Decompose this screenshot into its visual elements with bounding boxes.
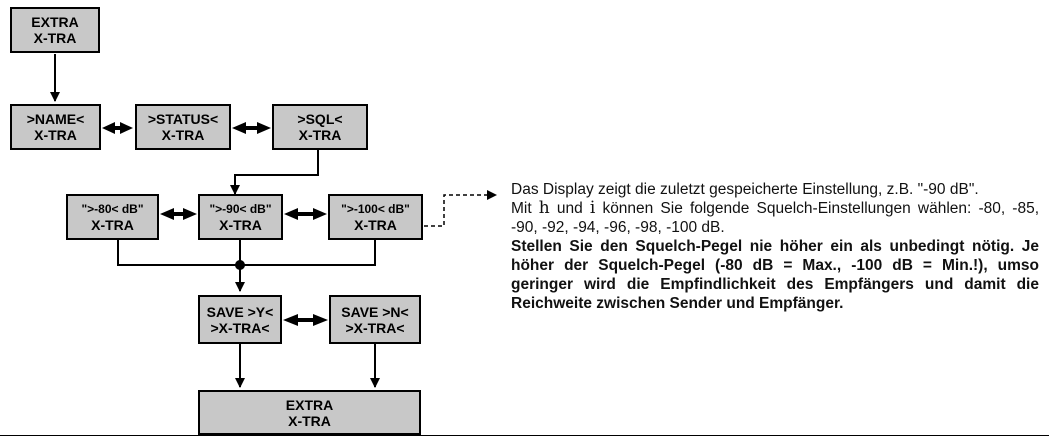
box-db90: ">-90< dB" X-TRA (198, 194, 283, 240)
box-extra-top: EXTRA X-TRA (10, 7, 100, 53)
box-line-2: >X-TRA< (210, 319, 270, 336)
box-line-1: ">-80< dB" (81, 202, 144, 216)
box-line-2: X-TRA (354, 217, 397, 233)
double-arrow-status-sql (232, 122, 271, 134)
bottom-divider (0, 435, 1049, 436)
key-h-symbol: h (538, 198, 550, 218)
box-line-1: ">-100< dB" (341, 202, 410, 216)
box-name: >NAME< X-TRA (10, 104, 101, 150)
box-line-1: ">-90< dB" (209, 202, 272, 216)
box-sql: >SQL< X-TRA (272, 104, 368, 150)
description-text: Das Display zeigt die zuletzt gespeicher… (511, 180, 1039, 313)
box-db80: ">-80< dB" X-TRA (66, 194, 159, 240)
double-arrow-db90-db100 (284, 208, 327, 220)
double-arrow-db80-db90 (160, 208, 197, 220)
text-part: können Sie folgende Squelch-Einstellunge… (511, 200, 1040, 236)
description-warning: Stellen Sie den Squelch-Pegel nie höher … (511, 238, 1039, 312)
box-line-1: SAVE >N< (341, 303, 409, 320)
collector-line (117, 238, 376, 266)
box-line-1: >SQL< (297, 111, 343, 127)
box-line-2: X-TRA (288, 412, 331, 429)
box-line-2: X-TRA (33, 30, 77, 46)
box-line-2: X-TRA (91, 217, 134, 233)
text-part: und (549, 200, 590, 217)
box-status: >STATUS< X-TRA (135, 104, 231, 150)
box-line-1: EXTRA (31, 14, 79, 30)
text-part: Mit (511, 200, 539, 217)
box-line-2: X-TRA (219, 217, 262, 233)
box-save-n: SAVE >N< >X-TRA< (329, 295, 421, 344)
box-line-1: SAVE >Y< (206, 303, 274, 320)
description-intro: Das Display zeigt die zuletzt gespeicher… (511, 181, 979, 198)
box-save-y: SAVE >Y< >X-TRA< (198, 295, 282, 344)
box-line-1: EXTRA (285, 396, 334, 413)
double-arrow-name-status (102, 122, 133, 134)
box-line-2: X-TRA (34, 127, 77, 143)
box-db100: ">-100< dB" X-TRA (328, 194, 423, 240)
arrow-sql-to-db90 (230, 148, 319, 195)
box-line-2: X-TRA (298, 127, 342, 143)
box-line-1: >STATUS< (147, 111, 219, 127)
dashed-arrow-to-description (424, 190, 497, 227)
box-line-1: >NAME< (26, 111, 85, 127)
description-options: Mit h und i können Sie folgende Squelch-… (511, 199, 1039, 237)
box-line-2: >X-TRA< (345, 319, 405, 336)
box-extra-bottom: EXTRA X-TRA (198, 390, 421, 435)
double-arrow-save (283, 314, 328, 326)
key-i-symbol: i (589, 198, 596, 218)
box-line-2: X-TRA (161, 127, 205, 143)
